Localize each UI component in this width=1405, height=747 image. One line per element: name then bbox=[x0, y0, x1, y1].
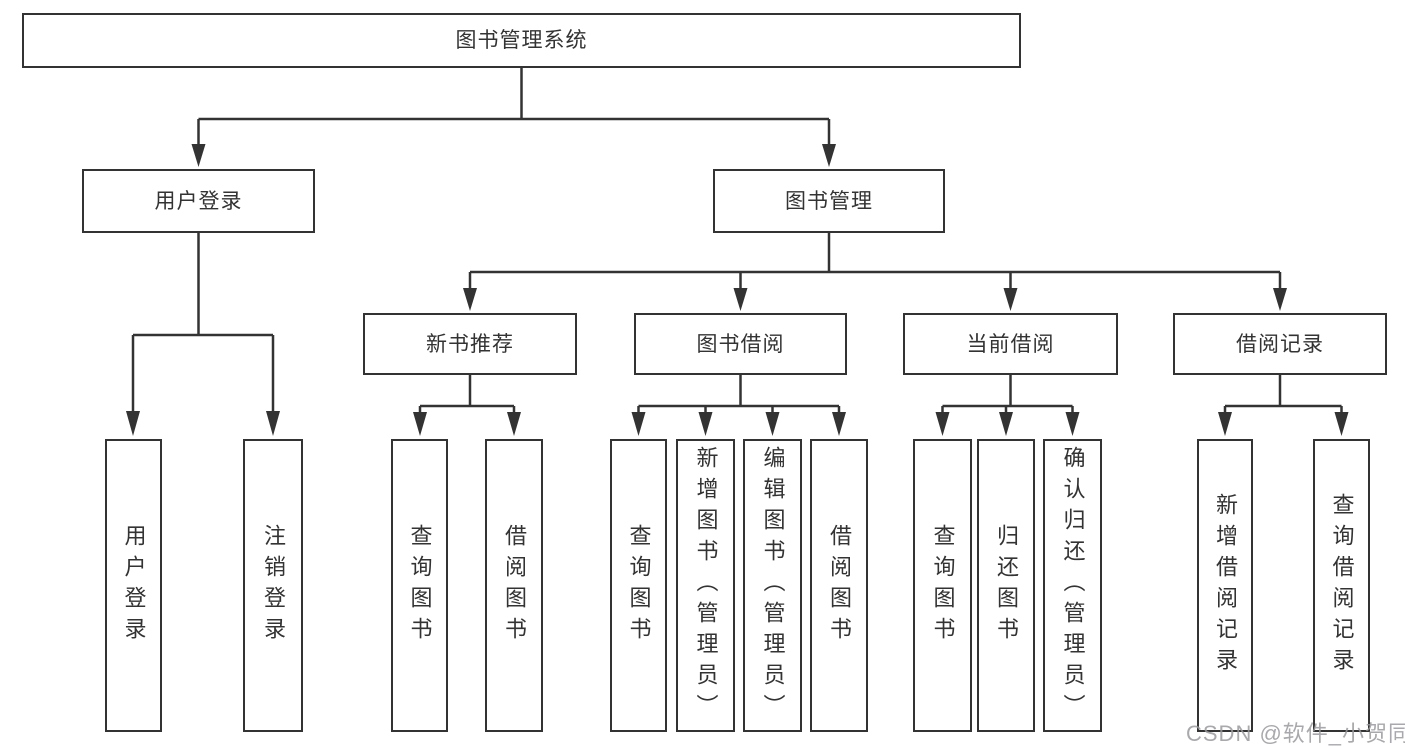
leaf-query-borrow-record: 查询借阅记录 bbox=[1313, 439, 1370, 732]
node-borrow-records-label: 借阅记录 bbox=[1236, 332, 1324, 356]
leaf-query-books-1-label: 查询图书 bbox=[407, 523, 433, 648]
node-user-login-label: 用户登录 bbox=[154, 189, 243, 213]
leaf-return-book: 归还图书 bbox=[977, 439, 1035, 732]
node-book-borrow-label: 图书借阅 bbox=[696, 332, 785, 356]
node-user-login: 用户登录 bbox=[82, 169, 315, 233]
leaf-add-borrow-record-label: 新增借阅记录 bbox=[1213, 492, 1238, 679]
arrowheads bbox=[126, 144, 1349, 436]
node-root: 图书管理系统 bbox=[22, 13, 1021, 68]
leaf-query-books-2: 查询图书 bbox=[610, 439, 667, 732]
leaf-query-books-2-label: 查询图书 bbox=[626, 523, 652, 648]
leaf-logout-label: 注销登录 bbox=[261, 523, 286, 648]
leaf-query-books-3-label: 查询图书 bbox=[930, 523, 956, 648]
leaf-borrow-books-1: 借阅图书 bbox=[485, 439, 543, 732]
node-root-label: 图书管理系统 bbox=[455, 29, 588, 52]
node-new-book-recommend: 新书推荐 bbox=[363, 313, 577, 375]
leaf-add-book-admin-label: 新增图书（管理员） bbox=[693, 446, 719, 725]
node-borrow-records: 借阅记录 bbox=[1173, 313, 1387, 375]
node-book-management-label: 图书管理 bbox=[785, 189, 873, 213]
leaf-borrow-books-2-label: 借阅图书 bbox=[827, 523, 852, 648]
node-book-borrow: 图书借阅 bbox=[634, 313, 847, 375]
leaf-query-books-1: 查询图书 bbox=[391, 439, 448, 732]
leaf-query-borrow-record-label: 查询借阅记录 bbox=[1329, 492, 1355, 679]
leaf-edit-book-admin: 编辑图书（管理员） bbox=[743, 439, 802, 732]
leaf-logout: 注销登录 bbox=[243, 439, 303, 732]
leaf-edit-book-admin-label: 编辑图书（管理员） bbox=[760, 446, 786, 725]
leaf-add-book-admin: 新增图书（管理员） bbox=[676, 439, 735, 732]
leaf-return-book-label: 归还图书 bbox=[994, 523, 1019, 648]
leaf-confirm-return-admin-label: 确认归还（管理员） bbox=[1060, 446, 1086, 725]
leaf-query-books-3: 查询图书 bbox=[913, 439, 972, 732]
node-current-borrow: 当前借阅 bbox=[903, 313, 1118, 375]
leaf-confirm-return-admin: 确认归还（管理员） bbox=[1043, 439, 1102, 732]
node-new-book-recommend-label: 新书推荐 bbox=[426, 332, 514, 356]
leaf-borrow-books-2: 借阅图书 bbox=[810, 439, 868, 732]
leaf-borrow-books-1-label: 借阅图书 bbox=[502, 523, 527, 648]
node-current-borrow-label: 当前借阅 bbox=[966, 332, 1055, 356]
node-book-management: 图书管理 bbox=[713, 169, 945, 233]
leaf-add-borrow-record: 新增借阅记录 bbox=[1197, 439, 1253, 732]
leaf-user-login-label: 用户登录 bbox=[121, 523, 147, 648]
watermark: CSDN @软件_小贺同学 bbox=[1186, 721, 1405, 746]
leaf-user-login: 用户登录 bbox=[105, 439, 162, 732]
